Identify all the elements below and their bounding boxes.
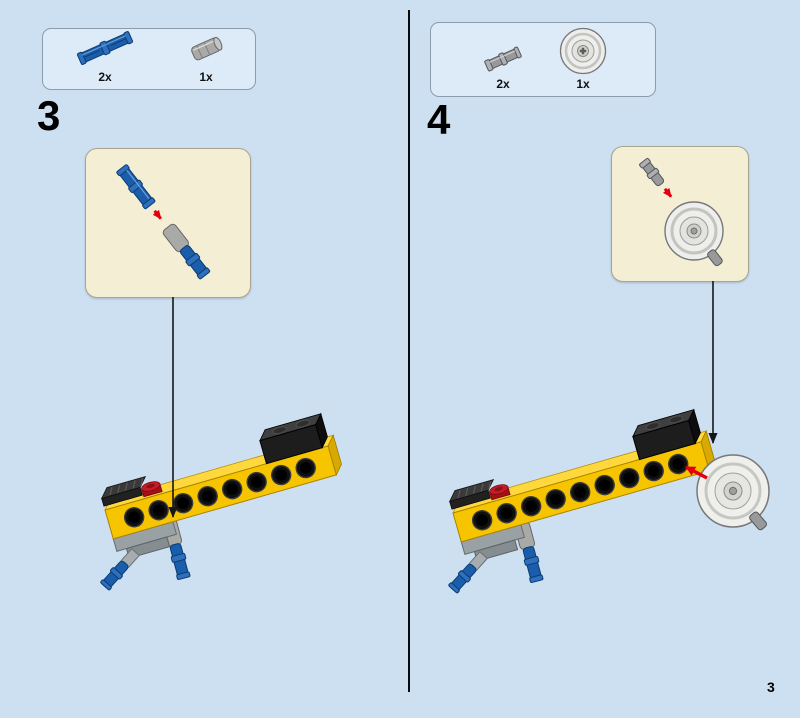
technic-beam-assembly — [448, 408, 715, 594]
step-number-4: 4 — [427, 96, 451, 143]
grille-tile — [100, 475, 147, 507]
page-number: 3 — [767, 679, 775, 695]
red-round-piece — [489, 484, 511, 501]
blue-pin-icon — [76, 31, 134, 65]
part-count: 2x — [496, 77, 510, 91]
step-3-detail-box — [85, 148, 251, 298]
beam-holes — [123, 457, 316, 528]
guide-arrow-down — [708, 281, 718, 444]
technic-beam-assembly — [100, 412, 342, 591]
step-4-detail-box — [611, 146, 749, 282]
part-pulley-wheel: 1x — [557, 25, 609, 90]
part-count: 1x — [199, 70, 213, 84]
red-round-piece — [141, 481, 163, 498]
blue-pin — [116, 164, 156, 210]
gray-pin-icon — [484, 46, 522, 72]
blue-pin-down-left — [448, 551, 488, 594]
axle-connector-icon — [191, 36, 223, 61]
blue-pin-down-left — [100, 548, 140, 591]
guide-arrow-down — [168, 297, 178, 518]
gray-pin — [639, 157, 665, 187]
black-brick — [632, 408, 701, 461]
pulley-wheel — [696, 454, 770, 531]
step-4-subassembly-diagram — [639, 157, 724, 267]
insert-arrow-red — [685, 465, 708, 480]
part-axle-connector: 1x — [183, 30, 229, 83]
step-4-parts-callout: 2x 1x — [430, 22, 656, 97]
part-gray-pin: 2x — [477, 43, 529, 90]
black-brick — [259, 412, 328, 465]
step-3-parts-callout: 2x 1x — [42, 28, 256, 90]
step-number-3: 3 — [37, 92, 61, 139]
beam-holes — [471, 453, 689, 531]
pulley-wheel-icon — [559, 27, 607, 75]
insert-arrow-red — [663, 187, 673, 198]
blue-pin — [179, 245, 211, 280]
pulley-wheel — [664, 201, 724, 267]
step-3-subassembly-diagram — [116, 164, 211, 280]
column-divider — [408, 10, 410, 692]
part-count: 1x — [576, 77, 590, 91]
insert-arrow-red — [152, 209, 162, 220]
grille-tile — [448, 478, 495, 510]
part-count: 2x — [98, 70, 112, 84]
part-blue-pin: 2x — [69, 28, 141, 83]
step-4-assembly-diagram — [448, 408, 770, 594]
step-3-assembly-diagram — [100, 412, 342, 591]
